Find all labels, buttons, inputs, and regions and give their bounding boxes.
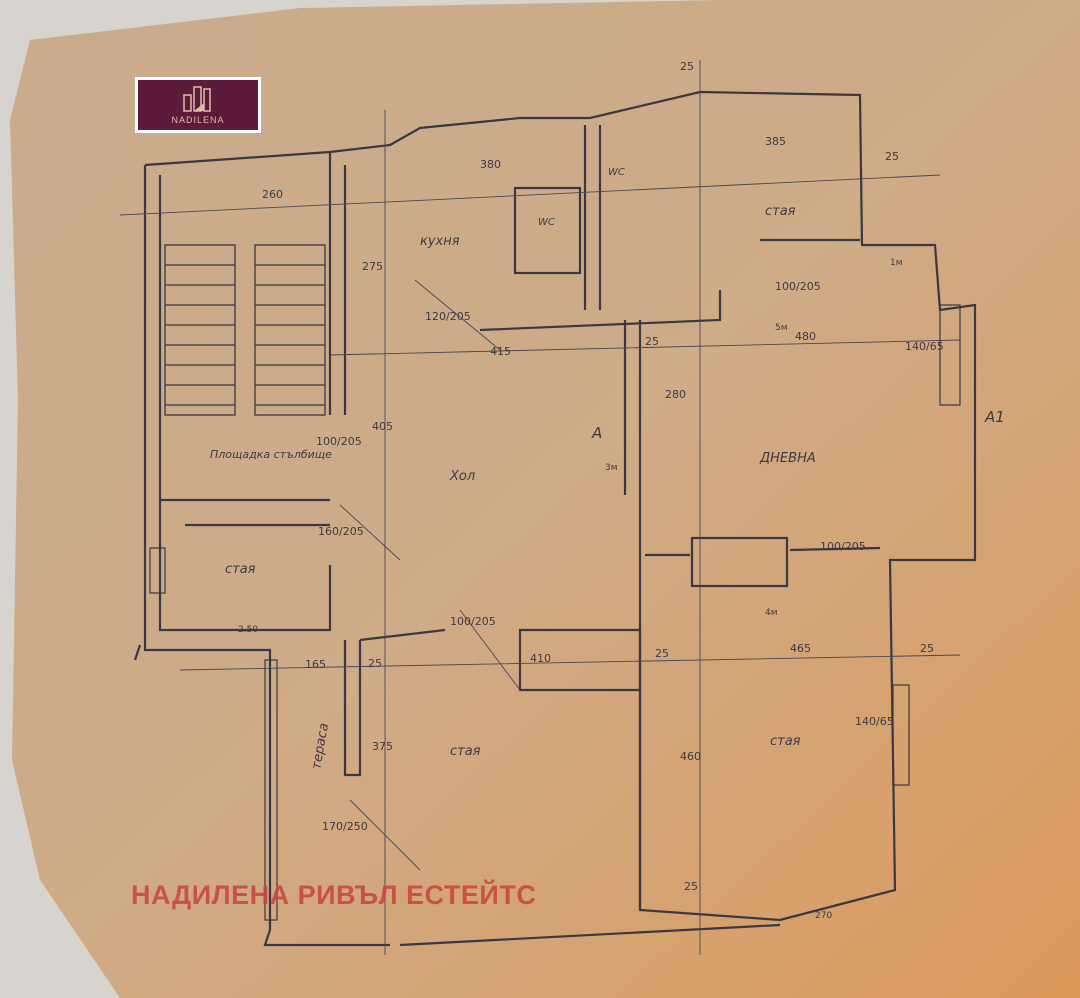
dimension-label: 1м bbox=[890, 258, 903, 268]
dimension-label: 415 bbox=[490, 345, 511, 358]
room-label: кухня bbox=[420, 234, 460, 249]
dimension-label: 410 bbox=[530, 652, 551, 665]
nadilena-logo: NADILENA bbox=[135, 77, 261, 133]
dimension-label: 140/65 bbox=[905, 340, 944, 353]
section-mark: A bbox=[591, 424, 602, 442]
room-label: WC bbox=[538, 217, 555, 228]
dimension-label: 25 bbox=[368, 657, 382, 670]
dimension-label: 465 bbox=[790, 642, 811, 655]
dimension-label: 375 bbox=[372, 740, 393, 753]
room-labels: кухня Площадка стълбище Хол стая ДНЕВНА … bbox=[210, 167, 1005, 771]
dimension-label: 480 bbox=[795, 330, 816, 343]
room-label: WC bbox=[608, 167, 625, 178]
section-mark: A1 bbox=[984, 408, 1005, 426]
room-label: Площадка стълбище bbox=[210, 448, 332, 461]
room-label: Хол bbox=[449, 469, 475, 484]
dimension-label: 5м bbox=[775, 323, 788, 333]
dimension-label: 380 bbox=[480, 158, 501, 171]
dimension-label: 460 bbox=[680, 750, 701, 763]
dimension-label: 25 bbox=[645, 335, 659, 348]
dimension-label: 25 bbox=[885, 150, 899, 163]
dimension-labels: 25 380 385 25 260 275 415 25 480 140/65 … bbox=[238, 60, 944, 921]
room-label: стая bbox=[450, 744, 481, 759]
stairs bbox=[164, 244, 326, 416]
dimension-label: 140/65 bbox=[855, 715, 894, 728]
dimension-label: 260 bbox=[262, 188, 283, 201]
room-label: стая bbox=[770, 734, 801, 749]
dimension-label: 100/205 bbox=[450, 615, 496, 628]
dimension-label: 25 bbox=[655, 647, 669, 660]
dimension-label: 120/205 bbox=[425, 310, 471, 323]
dimension-label: 275 bbox=[362, 260, 383, 273]
room-label: стая bbox=[225, 562, 256, 577]
dimension-label: 25 bbox=[684, 880, 698, 893]
dimension-label: 405 bbox=[372, 420, 393, 433]
dimension-label: 100/205 bbox=[316, 435, 362, 448]
room-label: ДНЕВНА bbox=[759, 451, 816, 466]
dimension-label: 2.50 bbox=[238, 625, 258, 635]
dimension-label: 4м bbox=[765, 608, 778, 618]
logo-text: NADILENA bbox=[171, 115, 225, 125]
dimension-label: 25 bbox=[920, 642, 934, 655]
dimension-label: 25 bbox=[680, 60, 694, 73]
dimension-label: 165 bbox=[305, 658, 326, 671]
buildings-icon bbox=[183, 86, 211, 112]
room-label: стая bbox=[765, 204, 796, 219]
dimension-label: 160/205 bbox=[318, 525, 364, 538]
dimension-label: 100/205 bbox=[820, 540, 866, 553]
tablets-windows bbox=[149, 304, 961, 921]
watermark: НАДИЛЕНА РИВЪЛ ЕСТЕЙТС bbox=[131, 880, 537, 910]
dimension-label: 170/250 bbox=[322, 820, 368, 833]
dimension-label: 100/205 bbox=[775, 280, 821, 293]
dimension-lines bbox=[119, 60, 961, 955]
dimension-label: 270 bbox=[815, 911, 832, 921]
dimension-label: 3м bbox=[605, 463, 618, 473]
dimension-label: 385 bbox=[765, 135, 786, 148]
dimension-label: 280 bbox=[665, 388, 686, 401]
